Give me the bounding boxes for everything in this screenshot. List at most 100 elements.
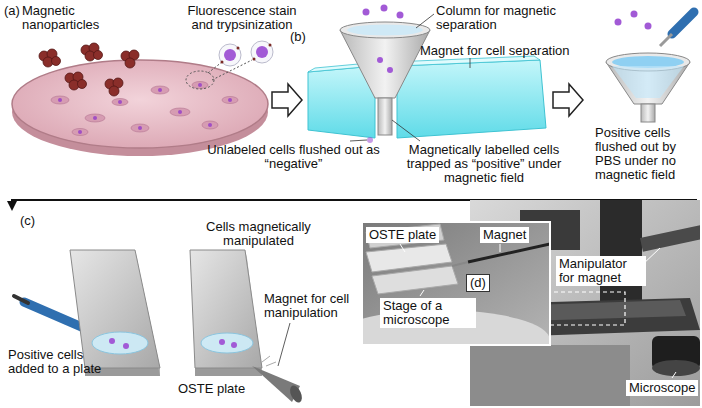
art-g bbox=[615, 11, 652, 30]
art-ellipse bbox=[151, 86, 169, 94]
photo-label: Microscope bbox=[626, 380, 698, 396]
art-ellipse bbox=[112, 99, 128, 106]
art-circle bbox=[631, 11, 638, 18]
art-rect bbox=[378, 98, 392, 135]
oste-plate bbox=[190, 250, 262, 376]
art-line bbox=[24, 302, 84, 328]
art-circle bbox=[387, 67, 393, 73]
art-rect bbox=[640, 225, 700, 252]
art-circle bbox=[208, 123, 212, 127]
art-ellipse bbox=[92, 332, 148, 354]
art-line bbox=[400, 244, 405, 252]
art-path bbox=[606, 62, 690, 104]
art-circle bbox=[198, 83, 202, 87]
art-rect bbox=[540, 292, 625, 325]
art-ellipse bbox=[222, 97, 238, 104]
art-line bbox=[416, 14, 434, 28]
art-circle bbox=[138, 126, 142, 130]
art-circle bbox=[231, 342, 237, 348]
art-circle bbox=[221, 61, 224, 64]
art-ellipse bbox=[201, 333, 253, 353]
nanoparticle-clusters bbox=[39, 43, 139, 96]
art-ellipse bbox=[202, 121, 218, 129]
separation-magnet bbox=[308, 56, 546, 138]
art-circle bbox=[645, 23, 652, 30]
art-circle bbox=[118, 100, 122, 104]
art-line bbox=[468, 244, 550, 262]
art-polygon bbox=[372, 266, 458, 294]
art-line bbox=[672, 12, 694, 34]
leader-line bbox=[278, 323, 290, 366]
art-circle bbox=[397, 12, 404, 19]
panel-label: (c) bbox=[20, 214, 35, 228]
art-ellipse bbox=[51, 96, 69, 104]
art-line bbox=[420, 290, 424, 296]
photo-label: Stage of a microscope bbox=[380, 298, 476, 328]
art-polygon bbox=[195, 368, 262, 376]
art-circle bbox=[219, 44, 241, 66]
art-ellipse bbox=[170, 108, 190, 116]
art-path bbox=[612, 66, 684, 98]
leader-lines bbox=[350, 14, 470, 141]
photo-label: OSTE plate bbox=[366, 227, 439, 243]
art-path bbox=[340, 30, 430, 98]
art-line bbox=[350, 140, 367, 141]
callout-label: Magnetic nanoparticles bbox=[22, 4, 114, 32]
callout-label: Magnet for cell manipulation bbox=[264, 292, 360, 320]
panel-label: (a) bbox=[4, 4, 20, 18]
culture-dish bbox=[12, 60, 268, 156]
art-circle bbox=[52, 57, 61, 66]
art-ellipse bbox=[340, 22, 430, 38]
manipulation-magnet bbox=[252, 356, 304, 404]
art-polygon bbox=[70, 250, 160, 368]
art-g bbox=[363, 5, 404, 19]
art-ellipse bbox=[85, 114, 105, 122]
callout-label: Magnetically labelled cells trapped as “… bbox=[398, 143, 570, 185]
art-circle bbox=[123, 343, 129, 349]
inset-photo bbox=[362, 222, 550, 345]
art-circle bbox=[78, 80, 87, 89]
art-line bbox=[452, 262, 468, 266]
photo-label: Magnet bbox=[480, 227, 529, 243]
flush-column bbox=[606, 11, 694, 123]
art-circle bbox=[219, 339, 225, 345]
art-circle bbox=[363, 9, 370, 16]
art-line bbox=[500, 244, 501, 252]
art-circle bbox=[78, 130, 82, 134]
art-ellipse bbox=[192, 82, 208, 89]
art-ellipse bbox=[347, 25, 423, 36]
art-ellipse bbox=[652, 360, 700, 376]
callout-label: Unlabeled cells flushed out as “negative… bbox=[206, 143, 381, 171]
oste-plate bbox=[70, 250, 160, 376]
stained-cells bbox=[186, 41, 273, 89]
art-circle bbox=[253, 58, 256, 61]
art-circle bbox=[109, 86, 119, 96]
callout-label: Positive cells flushed out by PBS under … bbox=[595, 126, 699, 182]
callout-label: Positive cells added to a plate bbox=[8, 348, 118, 376]
art-g bbox=[51, 82, 238, 136]
art-circle bbox=[93, 116, 97, 120]
art-line bbox=[14, 296, 28, 303]
art-circle bbox=[228, 98, 232, 102]
art-circle bbox=[109, 338, 115, 344]
art-polygon bbox=[397, 60, 546, 138]
art-circle bbox=[178, 110, 182, 114]
art-circle bbox=[615, 19, 622, 26]
callout-label: Fluorescence stain and trypsinization bbox=[176, 4, 308, 32]
callout-label: Column for magnetic separation bbox=[436, 4, 566, 32]
step-arrow bbox=[272, 84, 302, 116]
art-circle bbox=[94, 51, 103, 60]
art-rect bbox=[600, 200, 642, 305]
art-g bbox=[221, 44, 272, 64]
art-circle bbox=[224, 49, 236, 61]
art-line bbox=[392, 120, 420, 141]
art-rect bbox=[641, 104, 655, 122]
callout-label: OSTE plate bbox=[178, 382, 245, 396]
art-path bbox=[262, 356, 276, 366]
separation-column bbox=[340, 5, 430, 144]
art-ellipse bbox=[12, 60, 268, 148]
panel-label: (b) bbox=[290, 30, 306, 44]
art-line bbox=[208, 62, 222, 73]
